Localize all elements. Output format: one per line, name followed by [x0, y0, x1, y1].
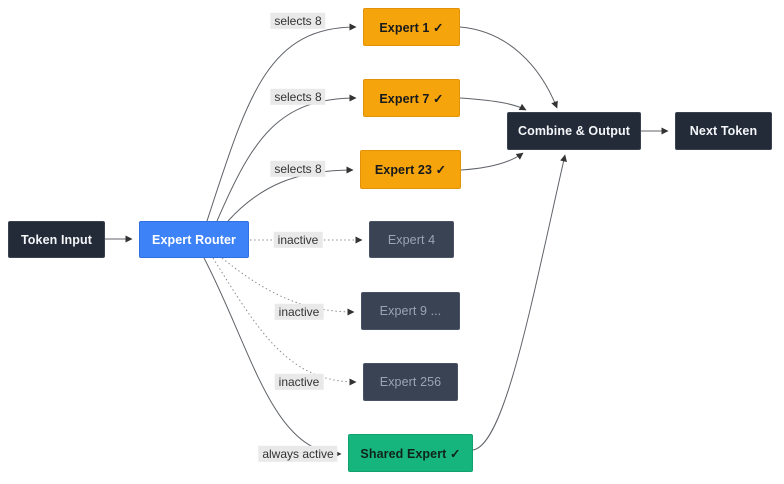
node-next-token: Next Token [675, 112, 772, 150]
node-expert-router: Expert Router [139, 221, 249, 258]
edge-router-to-shared-expert [203, 257, 342, 458]
edge-label-selects-8-expert-7: selects 8 [270, 88, 326, 106]
edge-expert-23-to-combine [460, 152, 524, 171]
node-shared-expert: Shared Expert ✓ [348, 434, 473, 472]
edge-label-selects-8-expert-23: selects 8 [270, 160, 326, 178]
edge-label-inactive-expert-4: inactive [273, 231, 323, 249]
edge-expert-7-to-combine [459, 97, 527, 111]
edge-label-inactive-expert-9: inactive [274, 303, 324, 321]
node-expert-1: Expert 1 ✓ [363, 8, 460, 46]
edge-label-inactive-expert-256: inactive [274, 373, 324, 391]
node-token-input: Token Input [8, 221, 105, 258]
node-expert-4: Expert 4 [369, 221, 454, 258]
edge-router-to-expert-7 [216, 94, 357, 222]
edge-router-to-expert-1 [206, 23, 357, 222]
node-expert-23: Expert 23 ✓ [360, 150, 461, 189]
node-expert-7: Expert 7 ✓ [363, 79, 460, 117]
node-combine-output: Combine & Output [507, 112, 641, 150]
edge-shared-expert-to-combine [472, 154, 567, 451]
node-expert-256: Expert 256 [363, 363, 458, 401]
node-expert-9: Expert 9 ... [361, 292, 460, 330]
edge-expert-1-to-combine [459, 26, 558, 109]
edge-router-to-expert-9 [221, 257, 355, 316]
edge-label-selects-8-expert-1: selects 8 [270, 12, 326, 30]
edge-router-to-expert-23 [227, 166, 354, 222]
edge-label-always-active-shared: always active [258, 445, 338, 463]
edge-router-to-expert-256 [212, 257, 357, 386]
